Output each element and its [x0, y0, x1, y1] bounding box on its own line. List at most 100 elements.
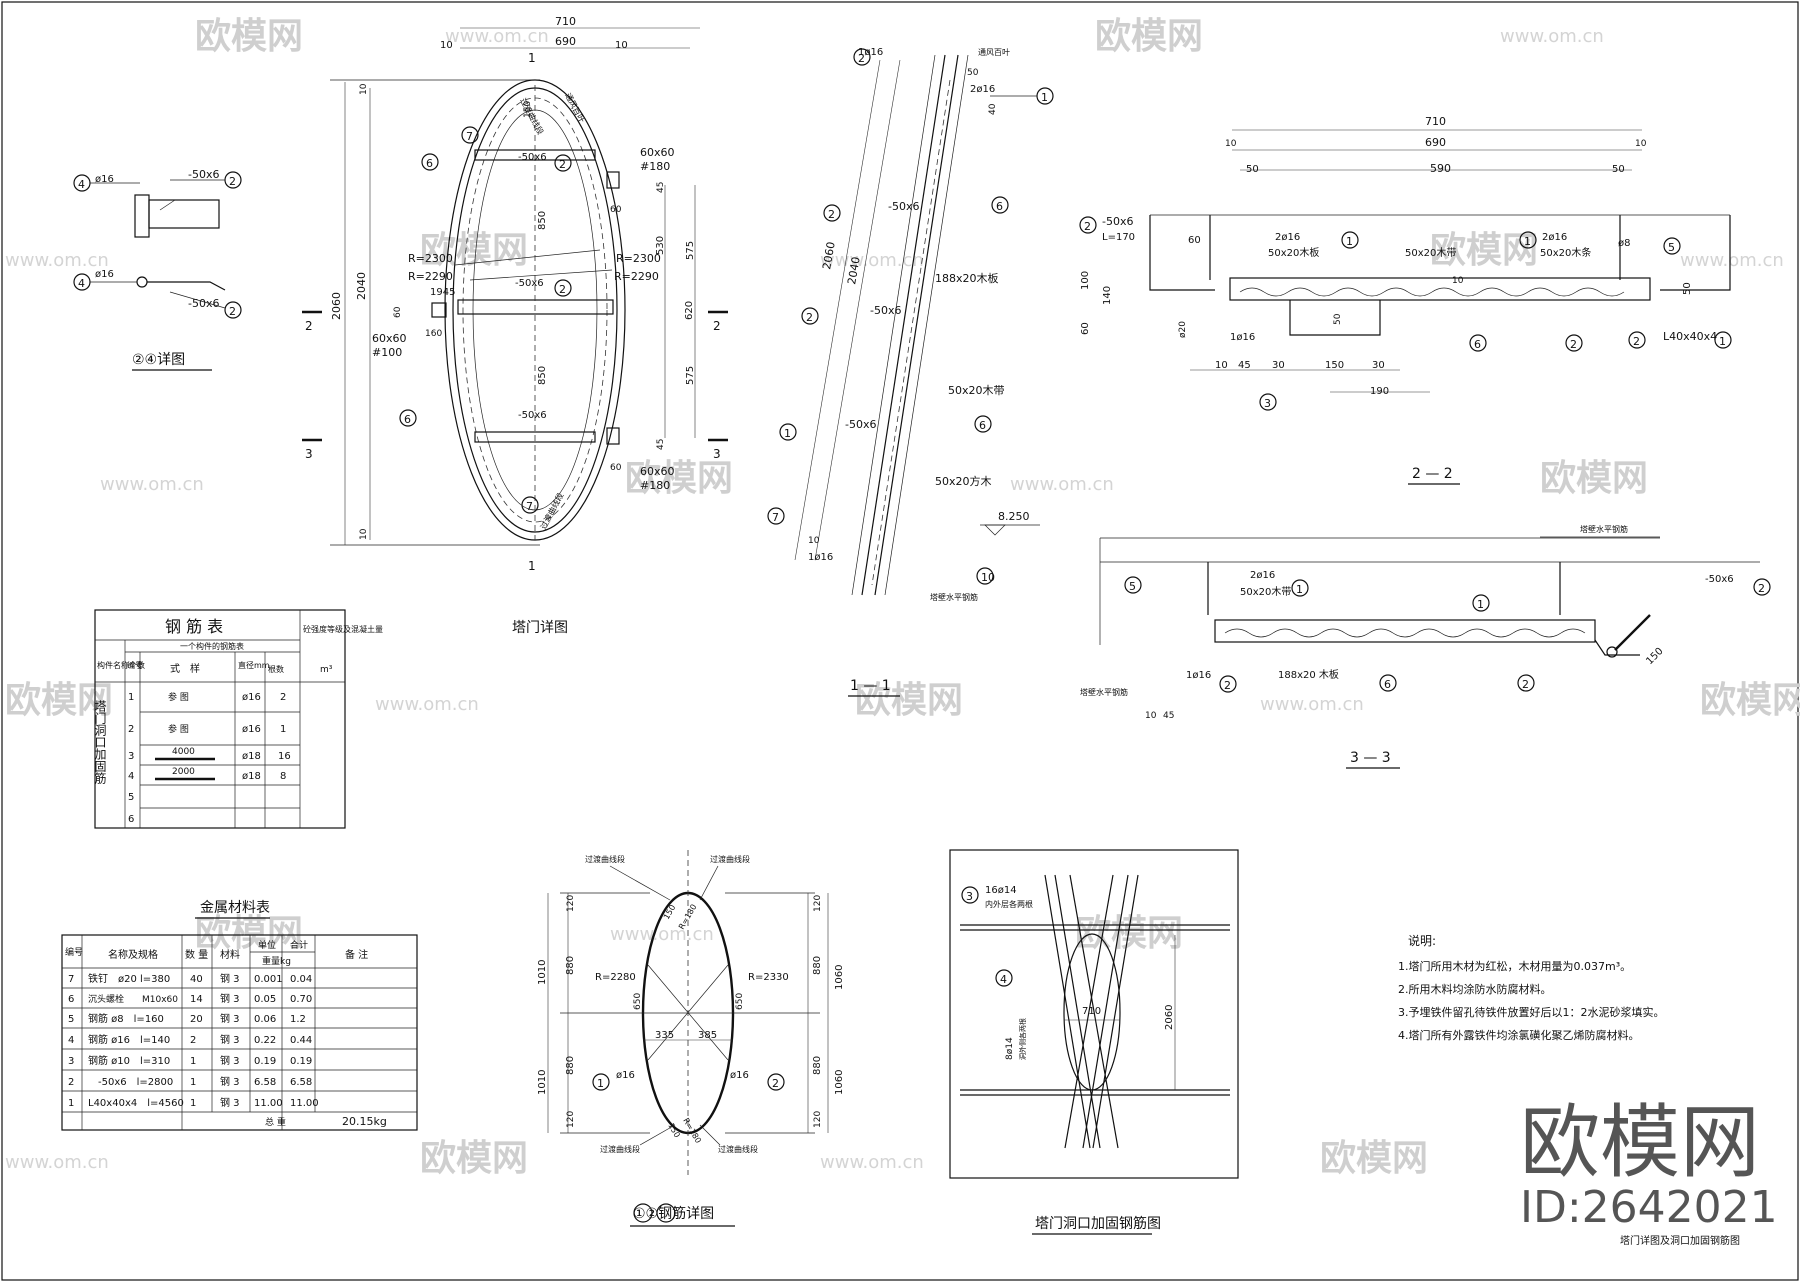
svg-text:砼强度等级及混凝土量: 砼强度等级及混凝土量: [303, 624, 383, 634]
svg-text:150: 150: [1644, 646, 1665, 667]
svg-text:ø18: ø18: [242, 751, 261, 762]
svg-text:6: 6: [68, 994, 74, 1005]
svg-text:1060: 1060: [834, 1070, 845, 1095]
svg-text:-50x6: -50x6: [888, 200, 919, 213]
svg-text:120: 120: [566, 895, 576, 912]
svg-text:L40x40x4: L40x40x4: [1663, 330, 1717, 343]
watermark-logo: 欧模网: [1520, 1096, 1760, 1189]
svg-text:60: 60: [1080, 322, 1091, 335]
svg-text:880: 880: [812, 1056, 823, 1075]
svg-text:150: 150: [662, 903, 677, 921]
svg-text:2: 2: [229, 305, 236, 318]
door-detail-title: 塔门详图: [512, 620, 568, 636]
svg-text:ø16: ø16: [242, 724, 261, 735]
svg-text:20: 20: [190, 1014, 203, 1025]
callout-1-icon: [633, 1203, 653, 1223]
watermark-url: www.om.cn: [5, 1152, 109, 1173]
section-1-1: 2060 2040 1ø16 2 通风百叶 50 2ø16 1 40 -50x6…: [767, 47, 1054, 697]
svg-text:6.58: 6.58: [254, 1077, 276, 1088]
svg-text:R=2290: R=2290: [614, 270, 659, 283]
svg-text:710: 710: [1425, 115, 1446, 128]
svg-text:-50x6: -50x6: [518, 410, 547, 421]
svg-text:1945: 1945: [430, 287, 455, 298]
svg-text:2: 2: [68, 1077, 74, 1088]
svg-text:0.22: 0.22: [254, 1035, 276, 1046]
svg-text:数 量: 数 量: [185, 948, 208, 961]
watermark-brand: 欧模网: [195, 913, 303, 954]
svg-text:参 图: 参 图: [168, 723, 189, 735]
svg-text:ø16: ø16: [242, 692, 261, 703]
svg-text:R=2300: R=2300: [408, 252, 453, 265]
svg-text:45: 45: [656, 182, 666, 193]
watermark-url: www.om.cn: [1680, 250, 1784, 271]
svg-text:690: 690: [555, 35, 576, 48]
svg-text:120: 120: [813, 1111, 823, 1128]
svg-text:6: 6: [979, 419, 986, 432]
watermark-brand: 欧模网: [1095, 16, 1203, 57]
svg-text:ø8: ø8: [1618, 238, 1630, 249]
svg-text:沉头螺栓 M10x60: 沉头螺栓 M10x60: [88, 993, 178, 1005]
svg-text:R=2300: R=2300: [616, 252, 661, 265]
svg-text:#100: #100: [372, 346, 402, 359]
svg-text:10: 10: [359, 83, 369, 95]
svg-text:1ø16: 1ø16: [858, 47, 883, 58]
svg-text:650: 650: [633, 993, 643, 1010]
svg-text:50: 50: [1333, 313, 1343, 325]
svg-text:10: 10: [1225, 139, 1237, 149]
svg-text:2: 2: [1224, 679, 1231, 692]
svg-text:1: 1: [1719, 335, 1726, 348]
rebar-table-title: 钢 筋 表: [165, 617, 223, 636]
svg-text:2060: 2060: [820, 241, 838, 271]
rebar-1-2-detail: 1010 1010 1060 1060 880 880 880 880 120 …: [537, 850, 845, 1227]
svg-text:0.06: 0.06: [254, 1014, 276, 1025]
svg-text:4000: 4000: [172, 747, 195, 757]
svg-text:一个构件的钢筋表: 一个构件的钢筋表: [180, 641, 244, 651]
svg-text:880: 880: [565, 1056, 576, 1075]
svg-text:过渡曲线段: 过渡曲线段: [585, 854, 625, 864]
svg-text:2040: 2040: [355, 272, 368, 300]
svg-text:3: 3: [966, 890, 973, 903]
watermark-url: www.om.cn: [1500, 26, 1604, 47]
svg-text:6: 6: [128, 814, 134, 825]
section-1-1-title: 1 — 1: [850, 678, 891, 694]
svg-text:钢 3: 钢 3: [220, 1096, 240, 1109]
svg-text:4: 4: [128, 771, 134, 782]
metal-table-row: 3 钢筋 ø10 l=310 1 钢 3 0.19 0.19: [68, 1054, 312, 1067]
section-3-3: 塔壁水平钢筋 2ø16 50x20木带 1 5 1 -50x6 2 1ø16 2…: [1080, 524, 1771, 769]
svg-text:2040: 2040: [845, 256, 863, 286]
svg-text:620: 620: [684, 301, 695, 320]
svg-text:100: 100: [1080, 271, 1091, 290]
svg-text:参 图: 参 图: [168, 691, 189, 703]
svg-text:1: 1: [1296, 583, 1303, 596]
watermark-brand: 欧模网: [1540, 458, 1648, 499]
svg-text:-50x6: -50x6: [845, 418, 876, 431]
svg-text:530: 530: [655, 236, 666, 255]
svg-text:5: 5: [128, 792, 134, 803]
watermark-url: www.om.cn: [100, 474, 204, 495]
section-2-2: 710 690 10 10 590 50 50 -50x6 2 L=170 60…: [1079, 115, 1732, 485]
svg-text:50x20方木: 50x20方木: [935, 474, 992, 488]
svg-text:2060: 2060: [330, 292, 343, 320]
svg-text:1ø16: 1ø16: [1230, 332, 1255, 343]
svg-text:710: 710: [1082, 1006, 1101, 1017]
svg-text:7: 7: [526, 500, 533, 513]
svg-text:1060: 1060: [834, 965, 845, 990]
svg-text:R=2280: R=2280: [595, 972, 636, 983]
svg-text:0.19: 0.19: [290, 1056, 312, 1067]
svg-text:1: 1: [1346, 235, 1353, 248]
svg-text:2: 2: [1084, 220, 1091, 233]
svg-text:2: 2: [559, 283, 566, 296]
general-notes: 说明: 1.塔门所用木材为红松，木材用量为0.037m³。 2.所用木料均涂防水…: [1398, 933, 1665, 1042]
svg-text:880: 880: [565, 956, 576, 975]
detail-2-4-title: ②④详图: [132, 352, 185, 368]
svg-text:160: 160: [425, 329, 442, 339]
svg-text:10: 10: [981, 571, 995, 584]
svg-text:45: 45: [656, 439, 666, 450]
svg-text:总 重: 总 重: [265, 1116, 286, 1128]
svg-text:11.00: 11.00: [254, 1098, 283, 1109]
svg-text:过渡曲线段: 过渡曲线段: [538, 491, 566, 531]
svg-text:2ø16: 2ø16: [1542, 232, 1567, 243]
svg-text:钢 3: 钢 3: [220, 972, 240, 985]
svg-text:ø16: ø16: [730, 1070, 749, 1081]
svg-text:6.58: 6.58: [290, 1077, 312, 1088]
